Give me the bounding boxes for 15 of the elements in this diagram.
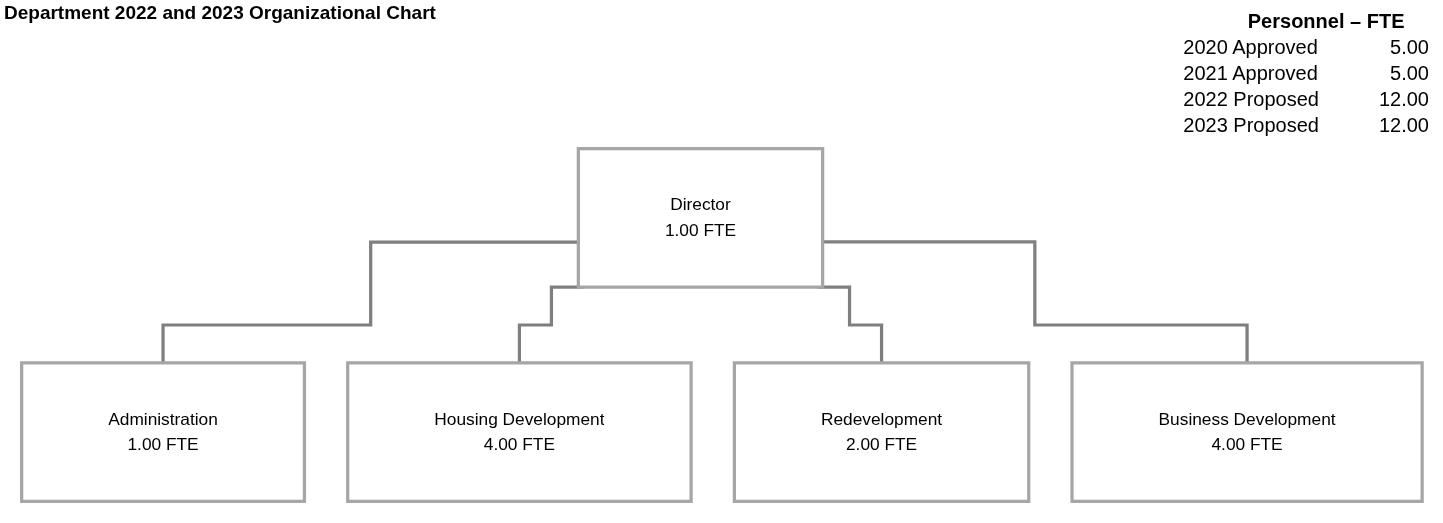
node-box: Director 1.00 FTE: [576, 147, 824, 289]
table-value: 5.00: [1389, 35, 1429, 60]
table-row-label: 2021 Approved: [1183, 61, 1319, 86]
node-box: Administration 1.00 FTE: [19, 361, 306, 503]
table-row-label: 2023 Proposed: [1183, 113, 1319, 138]
table-value: 12.00: [1378, 87, 1429, 112]
node-box: Housing Development 4.00 FTE: [345, 361, 693, 503]
table-row-label: 2020 Approved: [1183, 35, 1319, 60]
node-box: Redevelopment 2.00 FTE: [732, 361, 1030, 503]
table-header: Personnel – FTE: [1246, 9, 1406, 34]
table-row-label: 2022 Proposed: [1183, 87, 1319, 112]
table-value: 5.00: [1389, 61, 1429, 86]
table-value: 12.00: [1378, 113, 1429, 138]
node-box: Business Development 4.00 FTE: [1069, 361, 1424, 503]
chart-title: Department 2022 and 2023 Organizational Chart: [4, 2, 436, 24]
